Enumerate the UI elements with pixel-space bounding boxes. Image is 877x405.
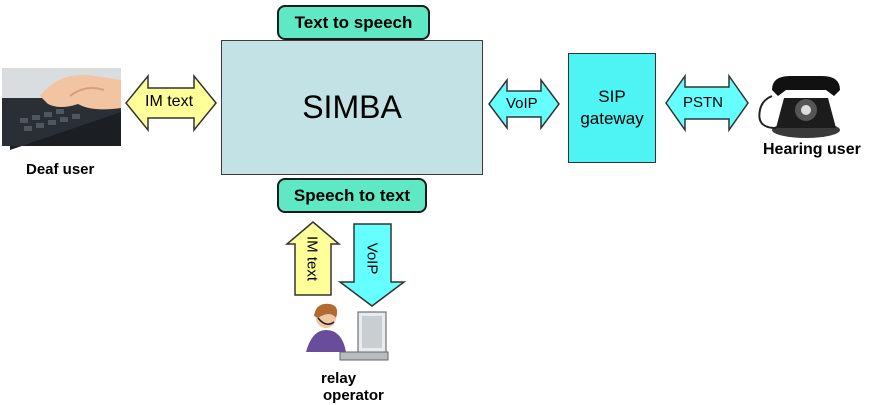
sip-gateway-block: SIP gateway — [568, 53, 656, 163]
laptop-typing-icon — [2, 68, 121, 150]
operator-im-text-label: IM text — [303, 235, 321, 281]
im-text-double-arrow — [125, 73, 217, 133]
hearing-user-label: Hearing user — [763, 141, 861, 158]
relay-operator-icon — [306, 303, 389, 361]
voip-down-arrow — [337, 223, 407, 307]
pstn-arrow-label: PSTN — [683, 94, 724, 111]
speech-to-text-block: Speech to text — [277, 178, 427, 213]
simba-block: SIMBA — [221, 40, 483, 175]
telephone-icon — [758, 76, 840, 138]
deaf-user-label: Deaf user — [26, 161, 95, 178]
relay-operator-label-line1: relay — [321, 370, 357, 387]
voip-arrow-label: VoIP — [506, 95, 538, 112]
pstn-double-arrow — [665, 73, 749, 133]
voip-double-arrow — [488, 77, 560, 131]
sip-gateway-line1: SIP — [598, 87, 626, 106]
operator-voip-label: VoIP — [363, 242, 381, 275]
sip-gateway-line2: gateway — [580, 109, 644, 128]
text-to-speech-block: Text to speech — [277, 5, 430, 40]
relay-operator-label-line2: operator — [323, 387, 384, 404]
im-text-arrow-label: IM text — [145, 93, 194, 110]
im-text-up-arrow — [284, 221, 342, 296]
